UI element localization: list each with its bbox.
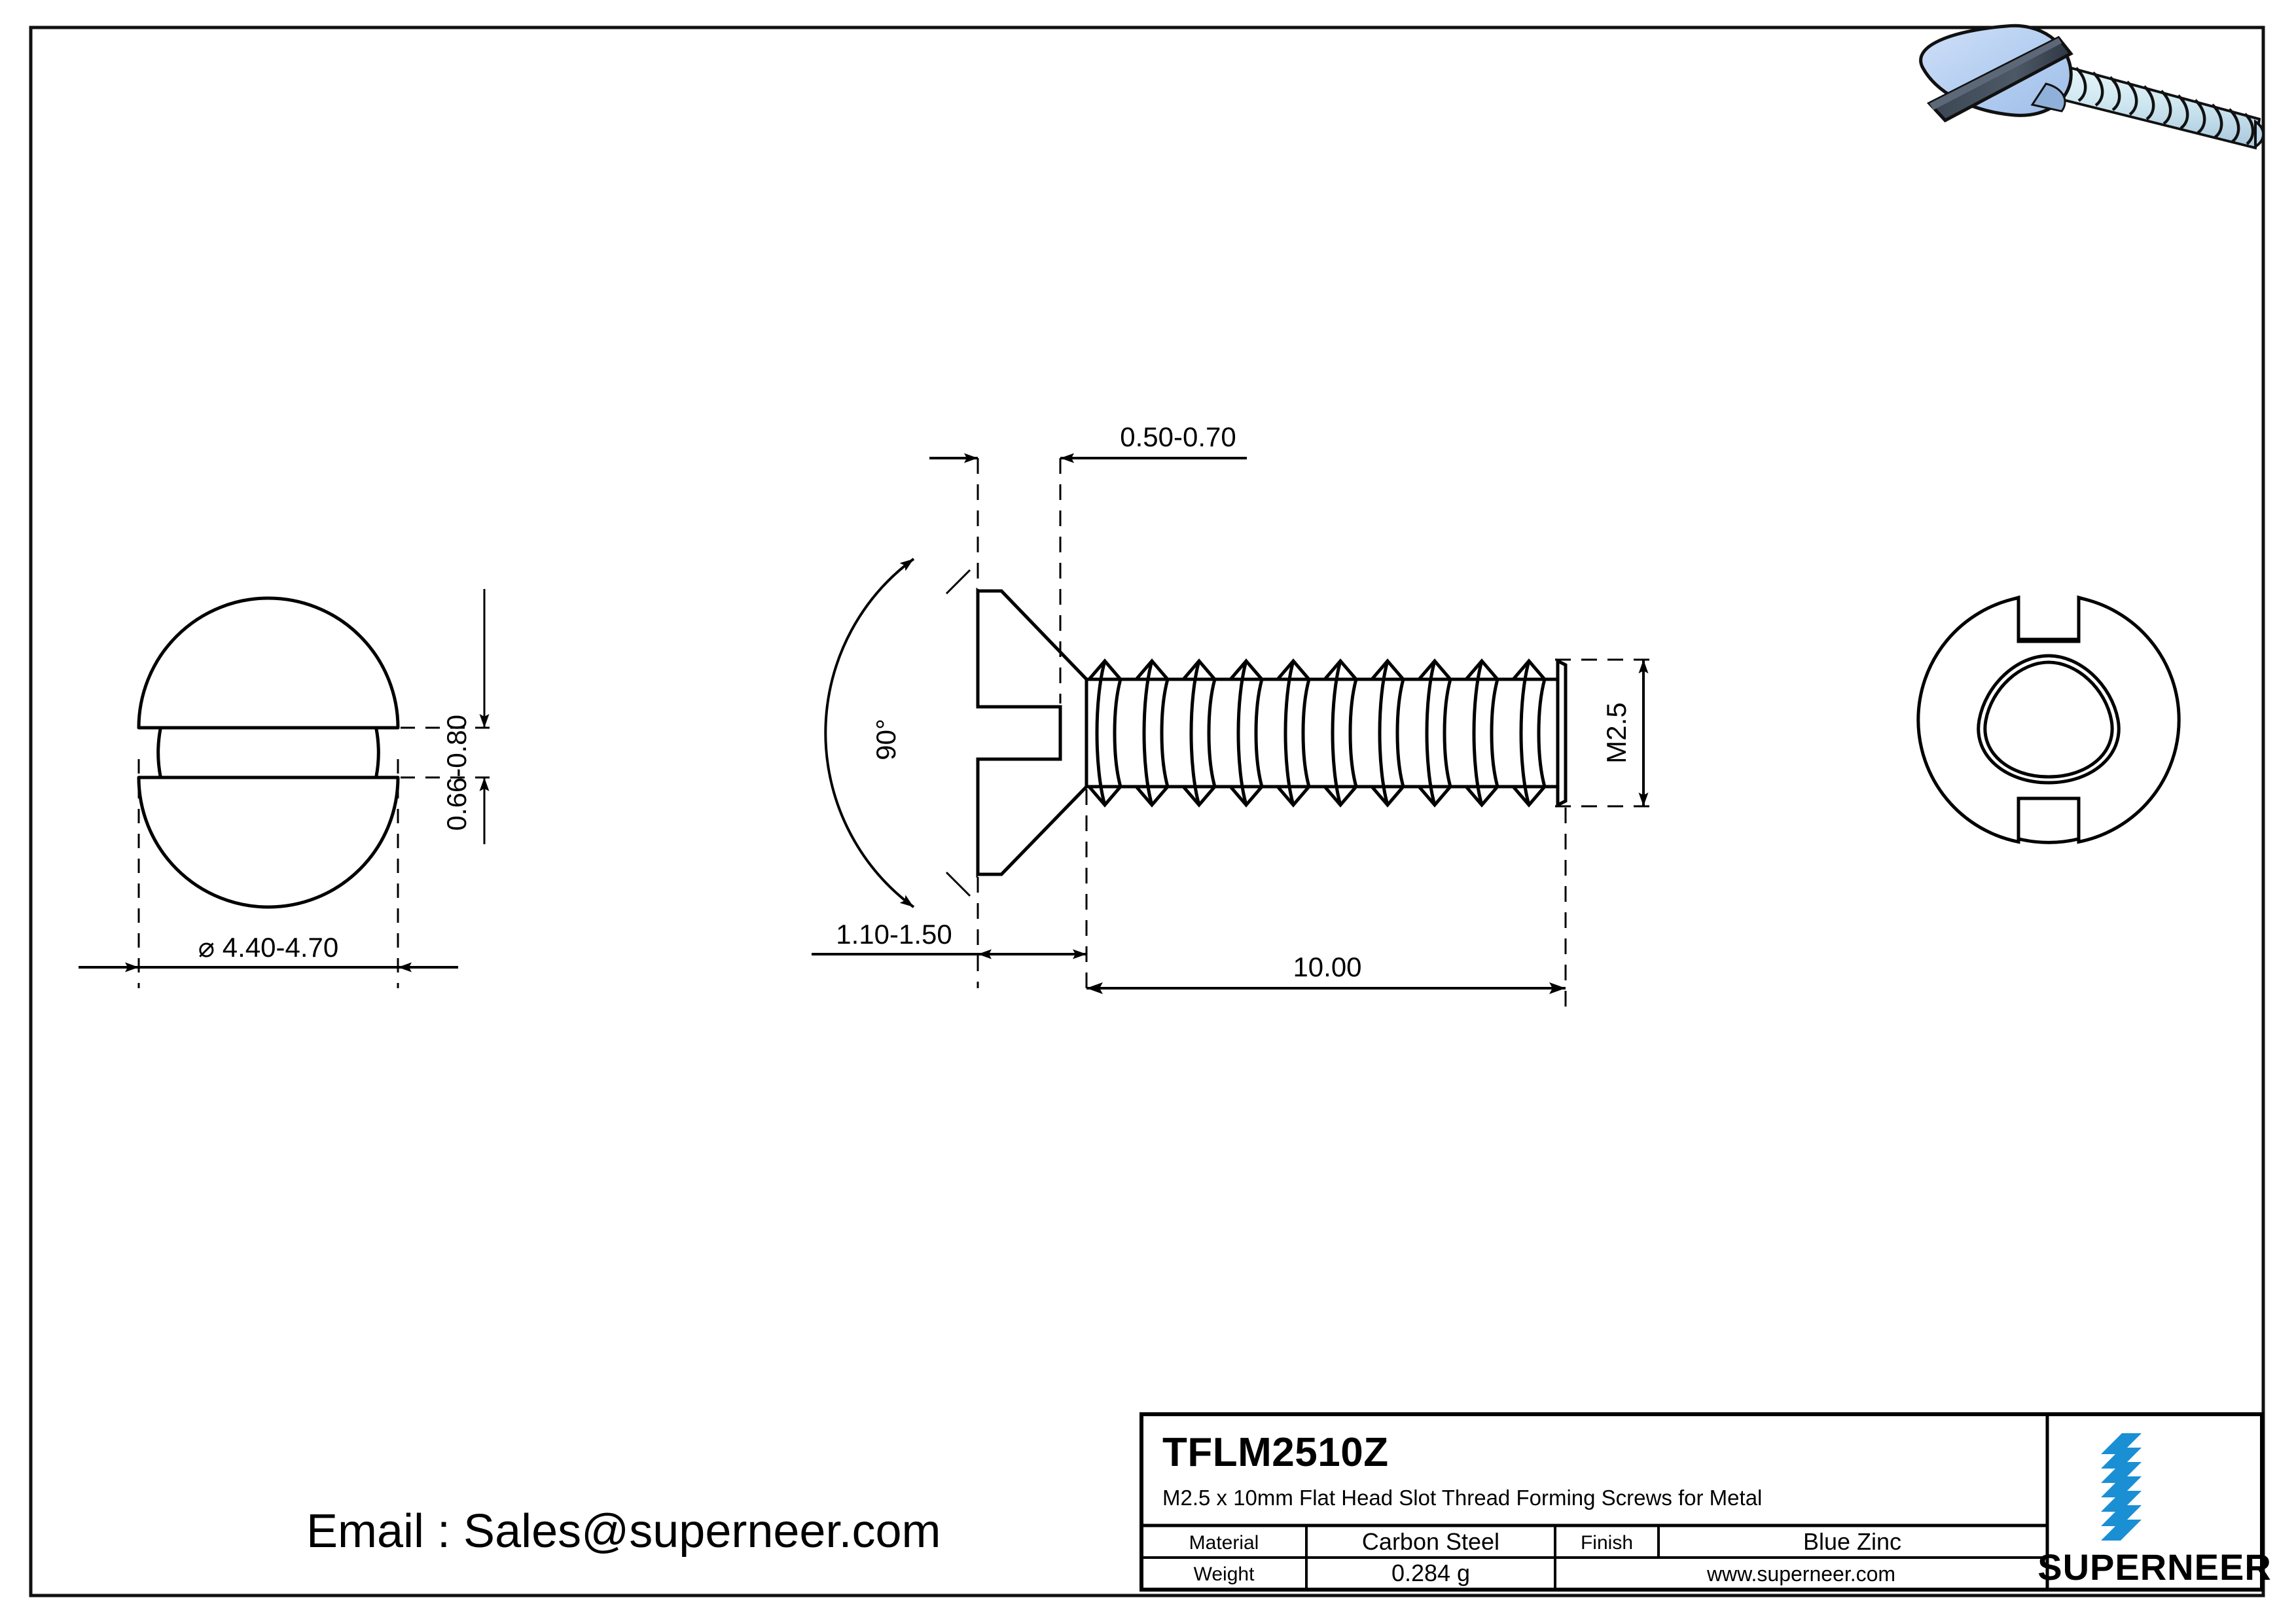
dim-label-head-height: 1.10-1.50 [836, 919, 952, 950]
view-head-end [137, 596, 400, 909]
website-link[interactable]: www.superneer.com [1706, 1562, 1895, 1586]
material-value: Carbon Steel [1362, 1528, 1499, 1555]
dim-slot-width [401, 589, 499, 844]
finish-label: Finish [1581, 1532, 1633, 1554]
finish-value: Blue Zinc [1803, 1528, 1901, 1555]
email-note: Email : Sales@superneer.com [306, 1505, 941, 1558]
dim-head-diameter-extlines [137, 759, 399, 988]
dim-thread-size [1555, 658, 1656, 808]
dim-slot-depth [929, 453, 1247, 704]
view-side-section [976, 587, 1088, 878]
brand-name: SUPERNEER [2037, 1546, 2272, 1588]
part-description: M2.5 x 10mm Flat Head Slot Thread Formin… [1162, 1486, 1762, 1510]
superneer-logo-mark [2101, 1433, 2142, 1541]
dim-label-slot-width: 0.66-0.80 [441, 715, 472, 830]
dim-label-head-angle: 90° [870, 719, 901, 760]
view-point-end [1916, 595, 2181, 844]
weight-value: 0.284 g [1391, 1560, 1470, 1586]
dim-overall-length [1086, 808, 1567, 1011]
sheet-border [29, 26, 2265, 1597]
dim-head-height [812, 789, 1088, 988]
weight-label: Weight [1194, 1563, 1255, 1585]
dim-label-slot-depth: 0.50-0.70 [1120, 421, 1236, 452]
dim-head-angle [824, 558, 971, 908]
title-block-frame [1139, 1412, 2264, 1592]
dim-label-head-diameter: ⌀ 4.40-4.70 [198, 932, 338, 963]
dim-label-thread-size: M2.5 [1601, 702, 1632, 763]
part-code: TFLM2510Z [1162, 1430, 1389, 1475]
render-3d-screw [1919, 24, 2265, 150]
thread-flanks [1095, 660, 1547, 806]
material-label: Material [1189, 1532, 1259, 1554]
dim-label-overall-length: 10.00 [1293, 952, 1361, 982]
